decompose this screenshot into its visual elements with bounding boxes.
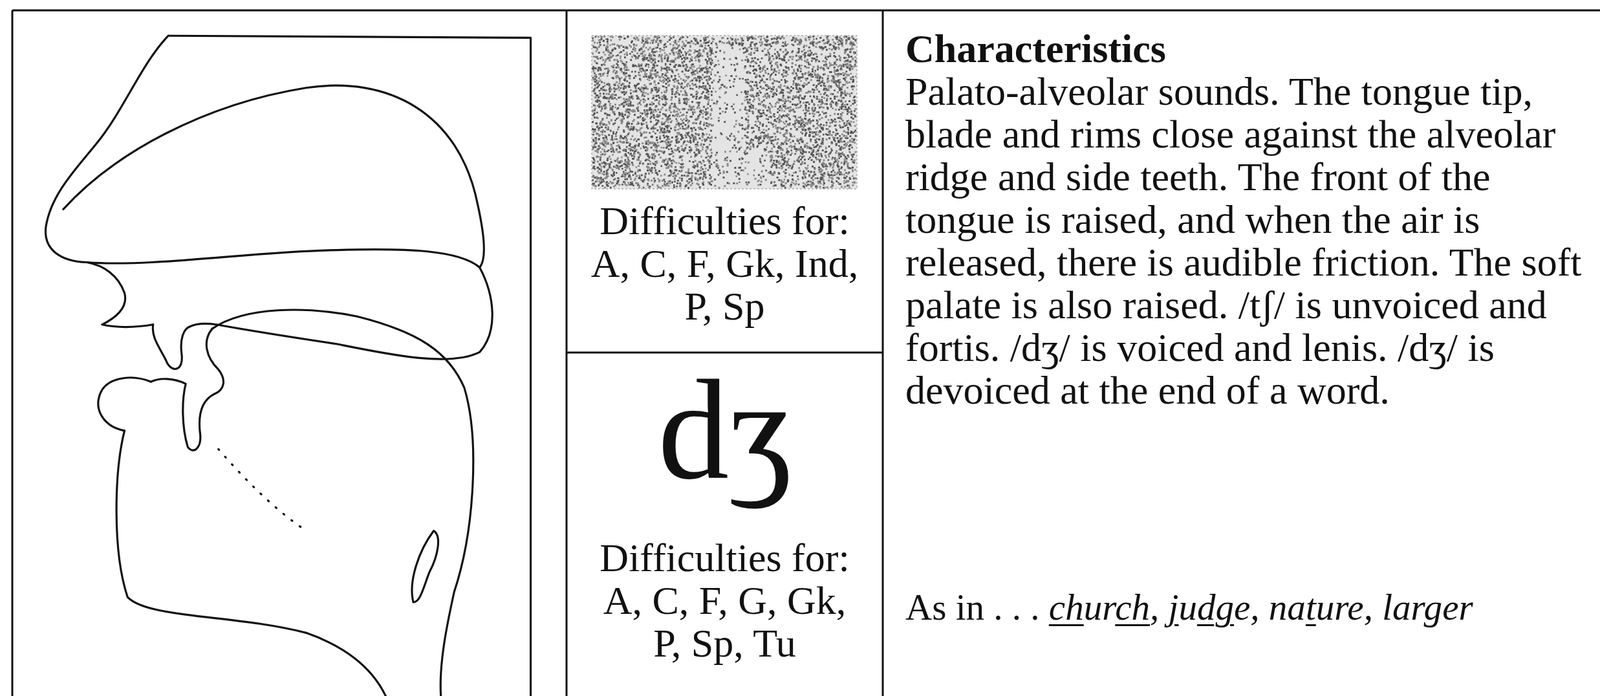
tongue <box>212 309 474 696</box>
vocal-tract-section <box>45 35 531 696</box>
tongue-tip <box>206 328 224 394</box>
palate <box>86 249 493 360</box>
nasal-cavity <box>63 85 485 268</box>
lower-incisor <box>151 378 215 451</box>
epiglottis <box>411 530 438 603</box>
lower-lip <box>98 377 152 431</box>
nose-upper-lip <box>45 35 169 327</box>
chin-jaw <box>116 430 386 696</box>
mouth-floor <box>218 448 307 531</box>
upper-incisor <box>152 324 190 370</box>
head-outline <box>168 35 531 696</box>
